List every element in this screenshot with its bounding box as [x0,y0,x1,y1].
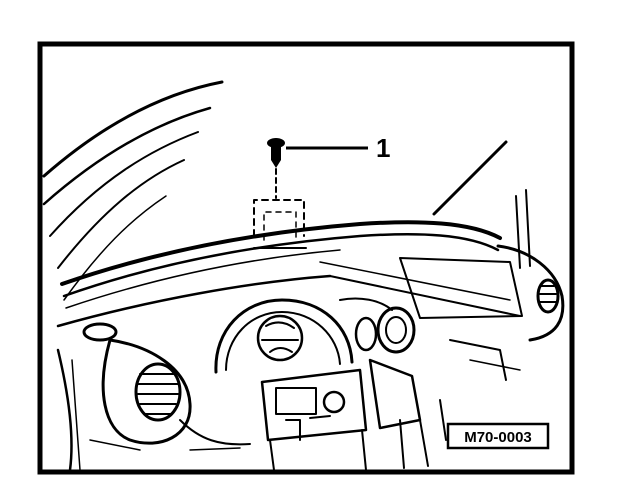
reference-code: M70-0003 [464,429,532,446]
callout-label: 1 [376,133,390,163]
dashboard-illustration [42,80,565,472]
reference-code-box [446,422,550,450]
figure-frame [37,41,575,475]
screw-icon [267,138,285,168]
